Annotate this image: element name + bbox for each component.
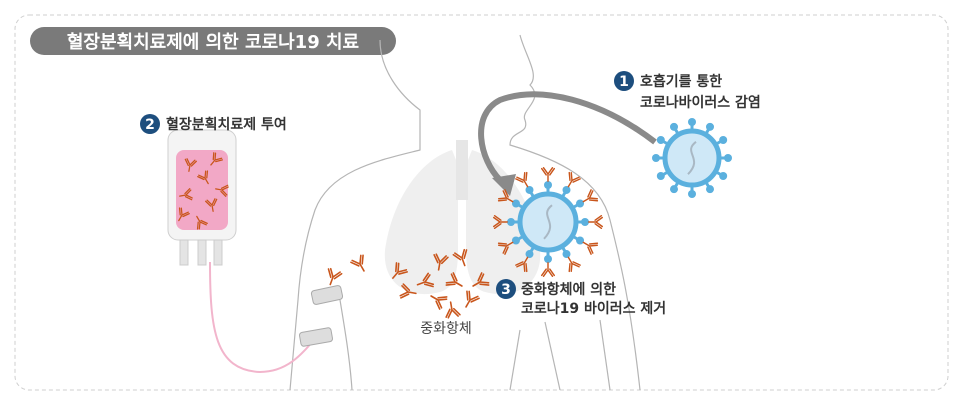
antibody-icon bbox=[196, 215, 208, 230]
step-1-badge bbox=[614, 71, 634, 91]
antibody-icon bbox=[540, 262, 556, 278]
antibody-group bbox=[178, 152, 490, 319]
antibody-icon bbox=[492, 214, 508, 230]
antibody-icon bbox=[433, 253, 449, 271]
virus-group bbox=[492, 118, 732, 278]
antibody-icon bbox=[416, 272, 435, 288]
human-body-outline bbox=[289, 34, 641, 391]
antibody-icon bbox=[515, 256, 529, 273]
antibody-icon bbox=[215, 184, 229, 197]
antibody-icon bbox=[445, 272, 463, 287]
antibody-caption: 중화항체 bbox=[420, 321, 472, 337]
antibody-icon bbox=[350, 254, 365, 272]
coronavirus-icon bbox=[652, 118, 732, 198]
step-2-number: 2 bbox=[145, 117, 155, 133]
antibody-icon bbox=[197, 170, 209, 185]
step-3-line-1: 중화항체에 의한 bbox=[521, 281, 616, 298]
antibody-icon bbox=[327, 267, 343, 286]
title-banner: 혈장분획치료제에 의한 코로나19 치료 bbox=[30, 27, 396, 55]
antibody-icon bbox=[497, 189, 514, 203]
antibody-icon bbox=[184, 158, 197, 172]
title-background bbox=[30, 27, 396, 55]
coronavirus-icon bbox=[507, 181, 589, 263]
step-2-label: 2 혈장분획치료제 투여 bbox=[140, 114, 287, 134]
antibody-icon bbox=[210, 152, 224, 166]
frame-border bbox=[14, 14, 949, 391]
antibody-icon bbox=[178, 207, 190, 222]
lungs-illustration bbox=[384, 140, 541, 295]
antibody-icon bbox=[430, 295, 448, 310]
step-1-line-2: 코로나바이러스 감염 bbox=[640, 94, 761, 111]
antibody-icon bbox=[515, 171, 529, 188]
antibody-icon bbox=[497, 241, 514, 255]
antibody-icon bbox=[582, 189, 599, 203]
step-2-line-1: 혈장분획치료제 투여 bbox=[166, 116, 287, 133]
step-3-badge bbox=[496, 279, 516, 299]
antibody-icon bbox=[472, 272, 490, 287]
antibody-icon bbox=[588, 214, 604, 230]
step-1-line-1: 호흡기를 통한 bbox=[640, 73, 722, 90]
step-1-number: 1 bbox=[619, 74, 629, 90]
diagram-title: 혈장분획치료제에 의한 코로나19 치료 bbox=[67, 31, 359, 53]
step-3-line-2: 코로나19 바이러스 제거 bbox=[521, 300, 666, 317]
step-2-badge bbox=[140, 114, 160, 134]
antibody-icon bbox=[452, 248, 468, 267]
step-1-label: 1 호흡기를 통한 코로나바이러스 감염 bbox=[614, 71, 761, 111]
antibody-icon bbox=[205, 198, 218, 212]
antibody-icon bbox=[392, 262, 409, 279]
infection-arrow bbox=[478, 91, 657, 196]
antibody-icon bbox=[399, 283, 417, 299]
arm-patches bbox=[299, 285, 344, 347]
antibody-icon bbox=[445, 301, 461, 319]
antibody-icon bbox=[465, 290, 480, 308]
step-3-label: 3 중화항체에 의한 코로나19 바이러스 제거 bbox=[496, 279, 666, 317]
plasma-iv-bag bbox=[167, 129, 319, 374]
step-3-number: 3 bbox=[501, 282, 511, 298]
antibody-icon bbox=[582, 241, 599, 255]
antibody-icon bbox=[179, 188, 193, 201]
antibody-icon bbox=[567, 171, 581, 188]
antibody-icon bbox=[567, 256, 581, 273]
antibody-icon bbox=[540, 166, 556, 182]
